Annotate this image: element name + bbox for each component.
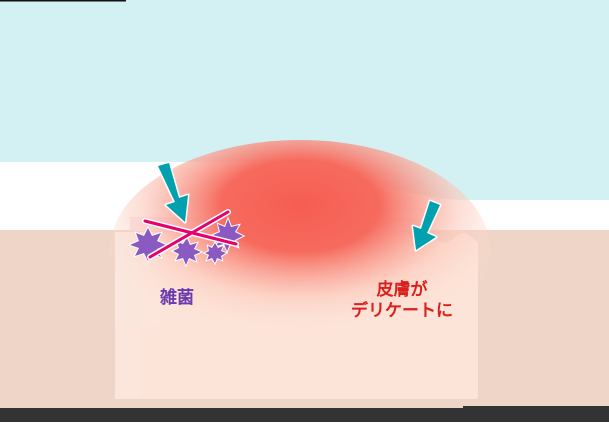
arrow-down-icon [156,161,190,224]
bottom-bar [0,408,609,422]
bacteria-label: 雑菌 [160,288,194,308]
cross-out-icon [142,209,239,260]
top-edge-line [0,0,126,2]
delicate-skin-label-line2: デリケートに [351,301,453,322]
inflammation-area [110,140,490,360]
arrow-down-icon [411,199,442,252]
delicate-skin-label: 皮膚が デリケートに [322,280,482,323]
delicate-skin-label-line1: 皮膚が [376,280,428,300]
